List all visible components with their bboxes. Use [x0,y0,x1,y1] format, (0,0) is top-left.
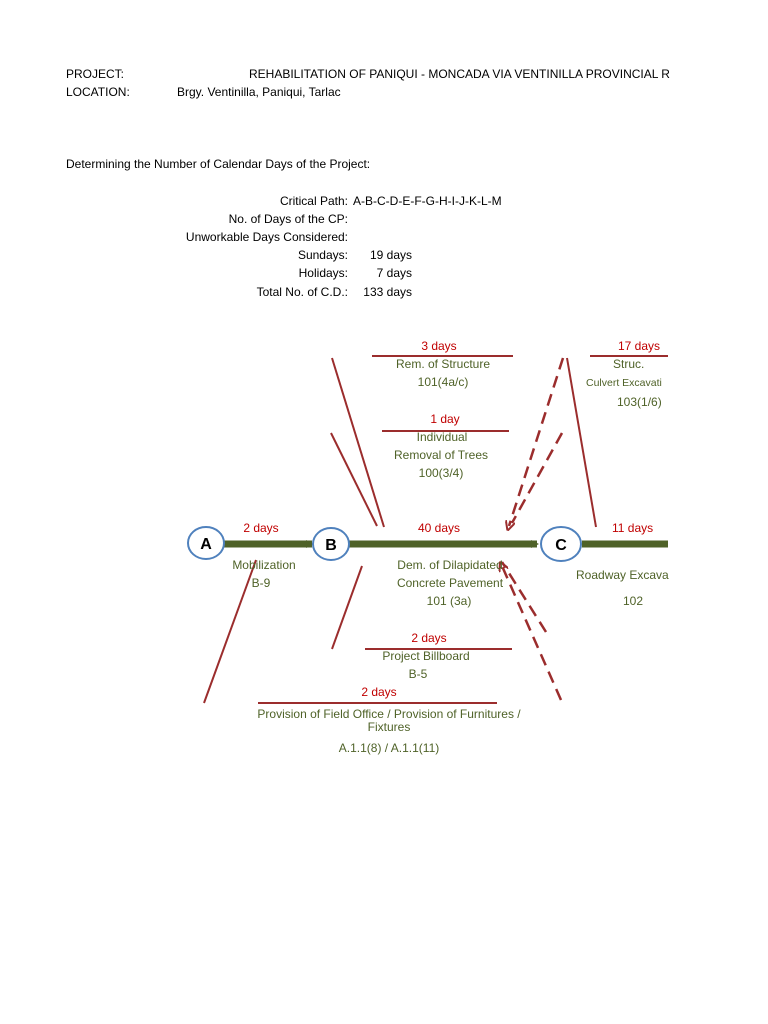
total-cd-label: Total No. of C.D.: [256,285,348,299]
critical-path-label: Critical Path: [279,194,348,208]
roadway-name: Roadway Excava [576,568,669,582]
demolition-name-line1: Dem. of Dilapidated [397,558,503,572]
section-title: Determining the Number of Calendar Days … [66,157,371,171]
culvert-link [566,357,597,528]
total-cd-value: 133 days [363,285,412,299]
unworkable-label: Unworkable Days Considered: [185,230,348,244]
location-label: LOCATION: [66,85,130,99]
roadway-code: 102 [623,594,644,608]
cp-days-label: No. of Days of the CP: [228,212,348,226]
billboard-duration: 2 days [411,631,447,645]
demolition-duration: 40 days [417,521,461,535]
node-c-label: C [555,537,567,554]
trees-link [330,432,378,527]
roadway-duration: 11 days [612,521,654,535]
structure-name: Rem. of Structure [395,357,491,371]
culvert-duration: 17 days [618,339,661,353]
billboard-link [331,565,363,650]
mobilization-duration: 2 days [243,521,279,535]
trees-name-line2: Removal of Trees [393,448,489,462]
mobilization-name: Mobilization [232,558,296,572]
dummy-arrow-3 [502,566,563,701]
billboard-name: Project Billboard [382,649,470,663]
node-a: A [187,526,225,560]
sundays-label: Sundays: [297,248,348,262]
location-value: Brgy. Ventinilla, Paniqui, Tarlac [177,85,341,99]
culvert-code: 103(1/6) [617,395,662,409]
field-office-link [203,559,257,704]
mobilization-code: B-9 [251,576,271,590]
dummy-arrow-4 [500,561,548,633]
billboard-code: B-5 [408,667,428,681]
trees-code: 100(3/4) [418,466,464,480]
holidays-label: Holidays: [298,266,348,280]
node-a-label: A [200,536,212,553]
project-title: REHABILITATION OF PANIQUI - MONCADA VIA … [249,67,670,81]
culvert-name-line2: Culvert Excavati [586,377,662,389]
trees-name-line1: Individual [416,430,468,444]
dummy-arrow-2 [510,432,564,524]
demolition-name-line2: Concrete Pavement [396,576,504,590]
dummy-arrow-1 [509,357,565,526]
structure-code: 101(4a/c) [417,375,469,389]
structure-link [331,357,385,528]
node-b: B [312,527,350,561]
culvert-name-line1: Struc. [613,357,645,371]
critical-path-value: A-B-C-D-E-F-G-H-I-J-K-L-M [353,194,502,208]
structure-duration: 3 days [421,339,457,353]
trees-duration: 1 day [430,412,460,426]
sundays-value: 19 days [369,248,412,262]
node-b-label: B [325,537,337,554]
node-c: C [540,526,582,562]
field-office-duration: 2 days [361,685,397,699]
project-label: PROJECT: [66,67,125,81]
demolition-code: 101 (3a) [426,594,472,608]
holidays-value: 7 days [376,266,412,280]
field-office-name-line1: Provision of Field Office / Provision of… [257,707,521,721]
field-office-code: A.1.1(8) / A.1.1(11) [338,741,440,755]
field-office-name-line2: Fixtures [367,720,411,734]
